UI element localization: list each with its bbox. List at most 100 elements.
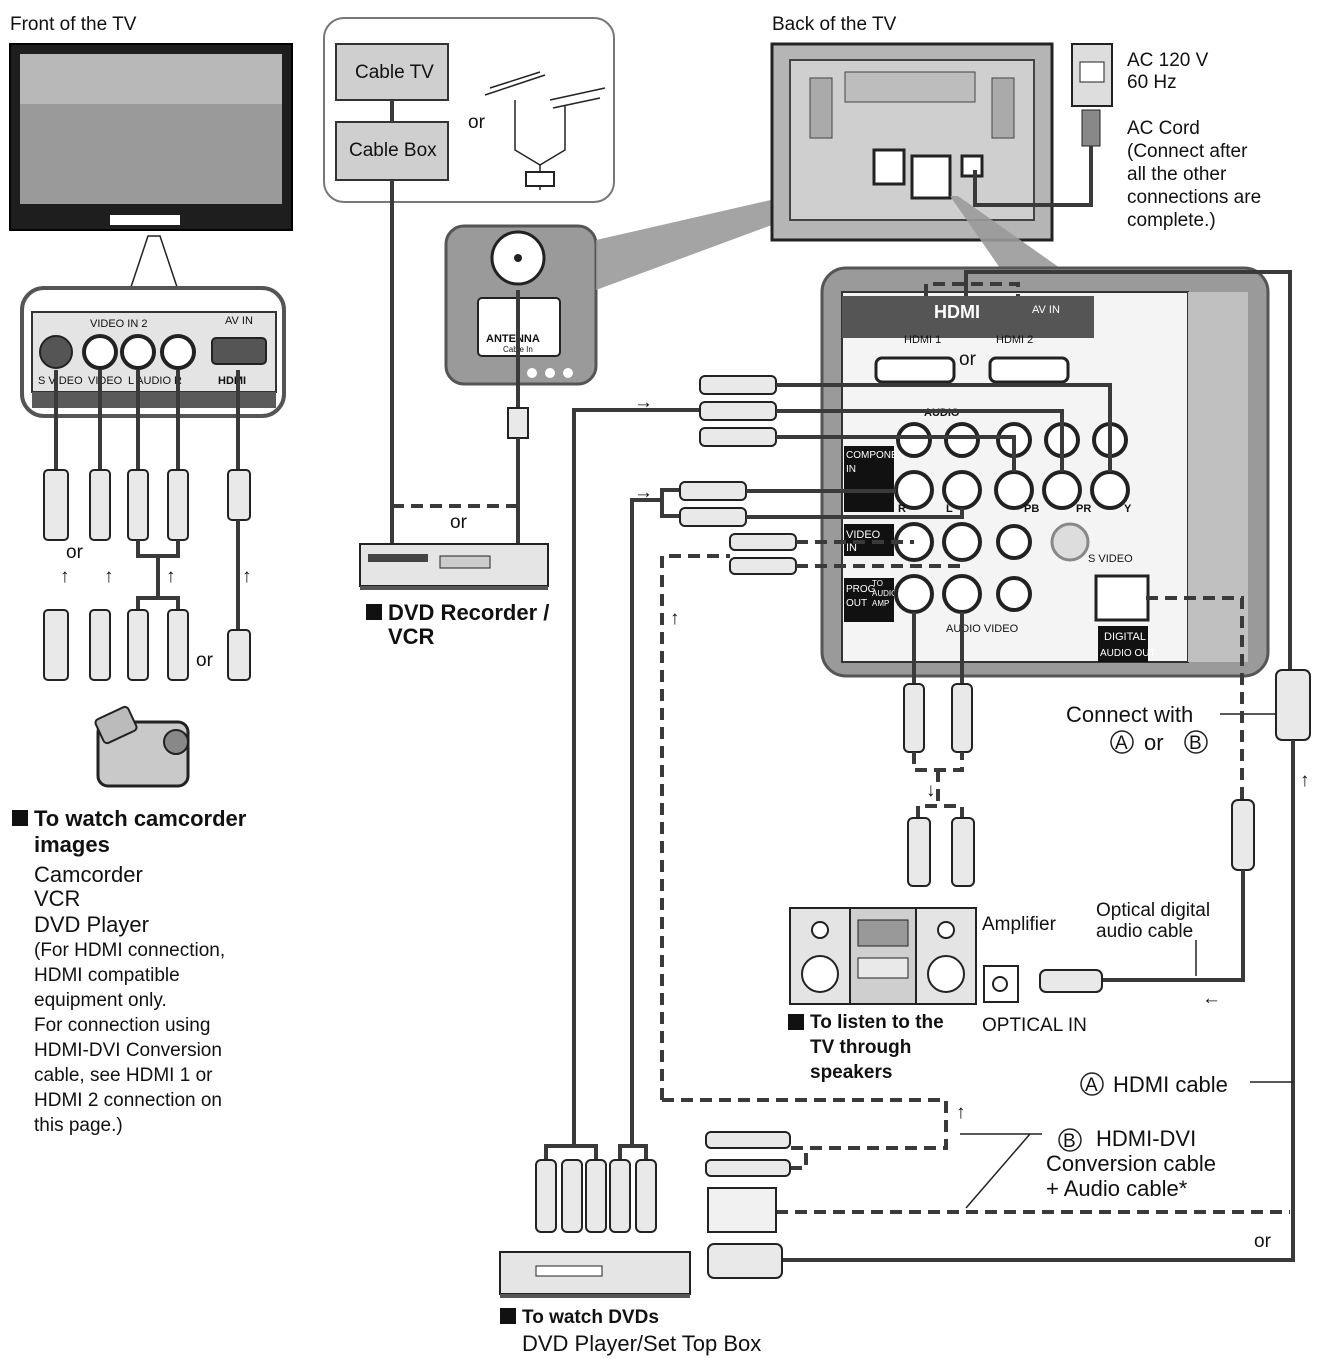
camcorder-note-2: equipment only. xyxy=(34,990,167,1011)
source-or: or xyxy=(468,112,486,133)
hdmi-dvi-label-1: HDMI-DVI xyxy=(1096,1126,1196,1151)
camcorder-note-4: HDMI-DVI Conversion xyxy=(34,1040,222,1061)
ac-cord-5: complete.) xyxy=(1127,210,1216,231)
legend-a: A xyxy=(1085,1075,1098,1096)
front-tv-image xyxy=(9,43,293,231)
hdmi1-port xyxy=(874,356,956,384)
front-audio-l-jack xyxy=(120,334,156,370)
front-zoom-callout xyxy=(129,235,179,291)
digital-audio-out-box xyxy=(1098,626,1148,662)
prog-out-label-2: OUT xyxy=(846,598,867,609)
back-zoom-callout xyxy=(950,196,1060,268)
hdmi-arrow-up: ↑ xyxy=(1300,770,1310,791)
dvi-audio-plugs xyxy=(729,533,797,575)
dvd-bullet xyxy=(500,1308,516,1324)
dvd-title: To watch DVDs xyxy=(522,1307,659,1328)
prog-out-box xyxy=(844,578,894,622)
prog-out-l-jack xyxy=(942,574,982,614)
optical-cable-label-2: audio cable xyxy=(1096,921,1193,942)
prog-out-r-jack xyxy=(894,574,934,614)
front-audio-r-jack xyxy=(160,334,196,370)
optical-in-label: OPTICAL IN xyxy=(982,1015,1087,1036)
dvi-audio-plug-2 xyxy=(705,1159,791,1177)
comp-arrow-2: → xyxy=(634,482,653,503)
audio-jack-l-top xyxy=(944,422,980,458)
camcorder-title-1: To watch camcorder xyxy=(34,806,247,831)
hdmi-dvi-label-2: Conversion cable xyxy=(1046,1151,1216,1176)
video-in-label-2: IN xyxy=(846,542,857,554)
antenna-panel: ANTENNA Cable In xyxy=(444,224,598,386)
legend-b: B xyxy=(1063,1131,1076,1152)
camcorder-note-7: this page.) xyxy=(34,1115,123,1136)
front-av-in-label: AV IN xyxy=(225,315,253,327)
front-arrow-4: ↑ xyxy=(242,566,252,587)
recorder-bullet xyxy=(366,604,382,620)
camcorder-bullet xyxy=(12,810,28,826)
front-svideo-jack xyxy=(39,335,73,369)
option-or: or xyxy=(1144,730,1164,755)
camcorder-icon xyxy=(94,705,190,788)
hdmi-cable-top xyxy=(964,270,1292,670)
hdmi-cable-plug xyxy=(1275,669,1311,741)
dvd-recorder-label-1: DVD Recorder / xyxy=(388,600,549,625)
cable-pr-to-jack xyxy=(776,409,1064,472)
front-arrow-1: ↑ xyxy=(60,566,70,587)
back-panel: HDMI AV IN HDMI 1 HDMI 2 or AUDIO COMPON… xyxy=(820,266,1270,678)
front-arrow-3: ↑ xyxy=(166,566,176,587)
component-in-box xyxy=(844,446,894,512)
amplifier-label: Amplifier xyxy=(982,914,1057,935)
ac-cord-1: AC Cord xyxy=(1127,118,1200,139)
dvi-audio-cable-dash xyxy=(660,554,730,1100)
camcorder-note-6: HDMI 2 connection on xyxy=(34,1090,222,1111)
hdmi-port-or-dash xyxy=(924,282,1020,296)
back-tv-image xyxy=(770,42,1054,242)
front-cables xyxy=(43,370,251,681)
ac-power-2: 60 Hz xyxy=(1127,72,1177,93)
front-video-jack xyxy=(82,334,118,370)
hdmi1-label: HDMI 1 xyxy=(904,334,941,346)
front-svideo-label: S VIDEO xyxy=(38,375,83,387)
recorder-or: or xyxy=(450,512,468,533)
digital-audio-out-1: DIGITAL xyxy=(1104,631,1146,643)
front-or-1: or xyxy=(66,542,84,563)
to-audio-amp-2: AUDIO xyxy=(872,589,897,598)
listen-label-2: TV through xyxy=(810,1037,911,1058)
component-plugs xyxy=(679,375,777,527)
comp-y-label: Y xyxy=(1124,503,1132,515)
optical-cable-upper xyxy=(1146,596,1244,800)
s-video-jack xyxy=(1050,522,1090,562)
listen-label-3: speakers xyxy=(810,1062,892,1083)
component-cable-y xyxy=(572,408,700,1140)
front-hdmi-label: HDMI xyxy=(218,375,246,387)
ac-cord-3: all the other xyxy=(1127,164,1227,185)
video-in-box xyxy=(844,524,894,556)
dvd-subtitle: DVD Player/Set Top Box xyxy=(522,1331,761,1356)
camcorder-list-1: VCR xyxy=(34,886,80,911)
listen-label-1: To listen to the xyxy=(810,1012,944,1033)
comp-pr-label: PR xyxy=(1076,503,1091,515)
digital-audio-out-port xyxy=(1094,574,1150,622)
comp-r-label: R xyxy=(898,503,906,515)
dvi-audio-plug-1 xyxy=(705,1131,791,1149)
audio-jack-r-top xyxy=(896,422,932,458)
front-video-label: VIDEO xyxy=(88,375,123,387)
camcorder-note-0: (For HDMI connection, xyxy=(34,940,225,961)
front-audio-label: L AUDIO R xyxy=(128,375,182,387)
antenna-icon xyxy=(484,71,606,190)
ac-cord-2: (Connect after xyxy=(1127,141,1248,162)
cable-y-to-jack xyxy=(776,383,1112,472)
component-y-jack xyxy=(1090,470,1130,510)
dvd-recorder-icon xyxy=(359,543,549,590)
hdmi-cable-main xyxy=(780,740,1295,1262)
video-in-video-jack xyxy=(996,524,1032,560)
camcorder-title-2: images xyxy=(34,832,110,857)
antenna-label: ANTENNA xyxy=(486,333,540,345)
option-a-label: A xyxy=(1115,733,1128,754)
option-b-label: B xyxy=(1189,733,1202,754)
optical-plug-amp xyxy=(1039,969,1103,993)
component-in-label-2: IN xyxy=(846,464,856,475)
dvd-hdmi-plug xyxy=(707,1243,783,1279)
front-panel: VIDEO IN 2 AV IN S VIDEO VIDEO L AUDIO R… xyxy=(20,286,286,418)
listen-bullet xyxy=(788,1014,804,1030)
